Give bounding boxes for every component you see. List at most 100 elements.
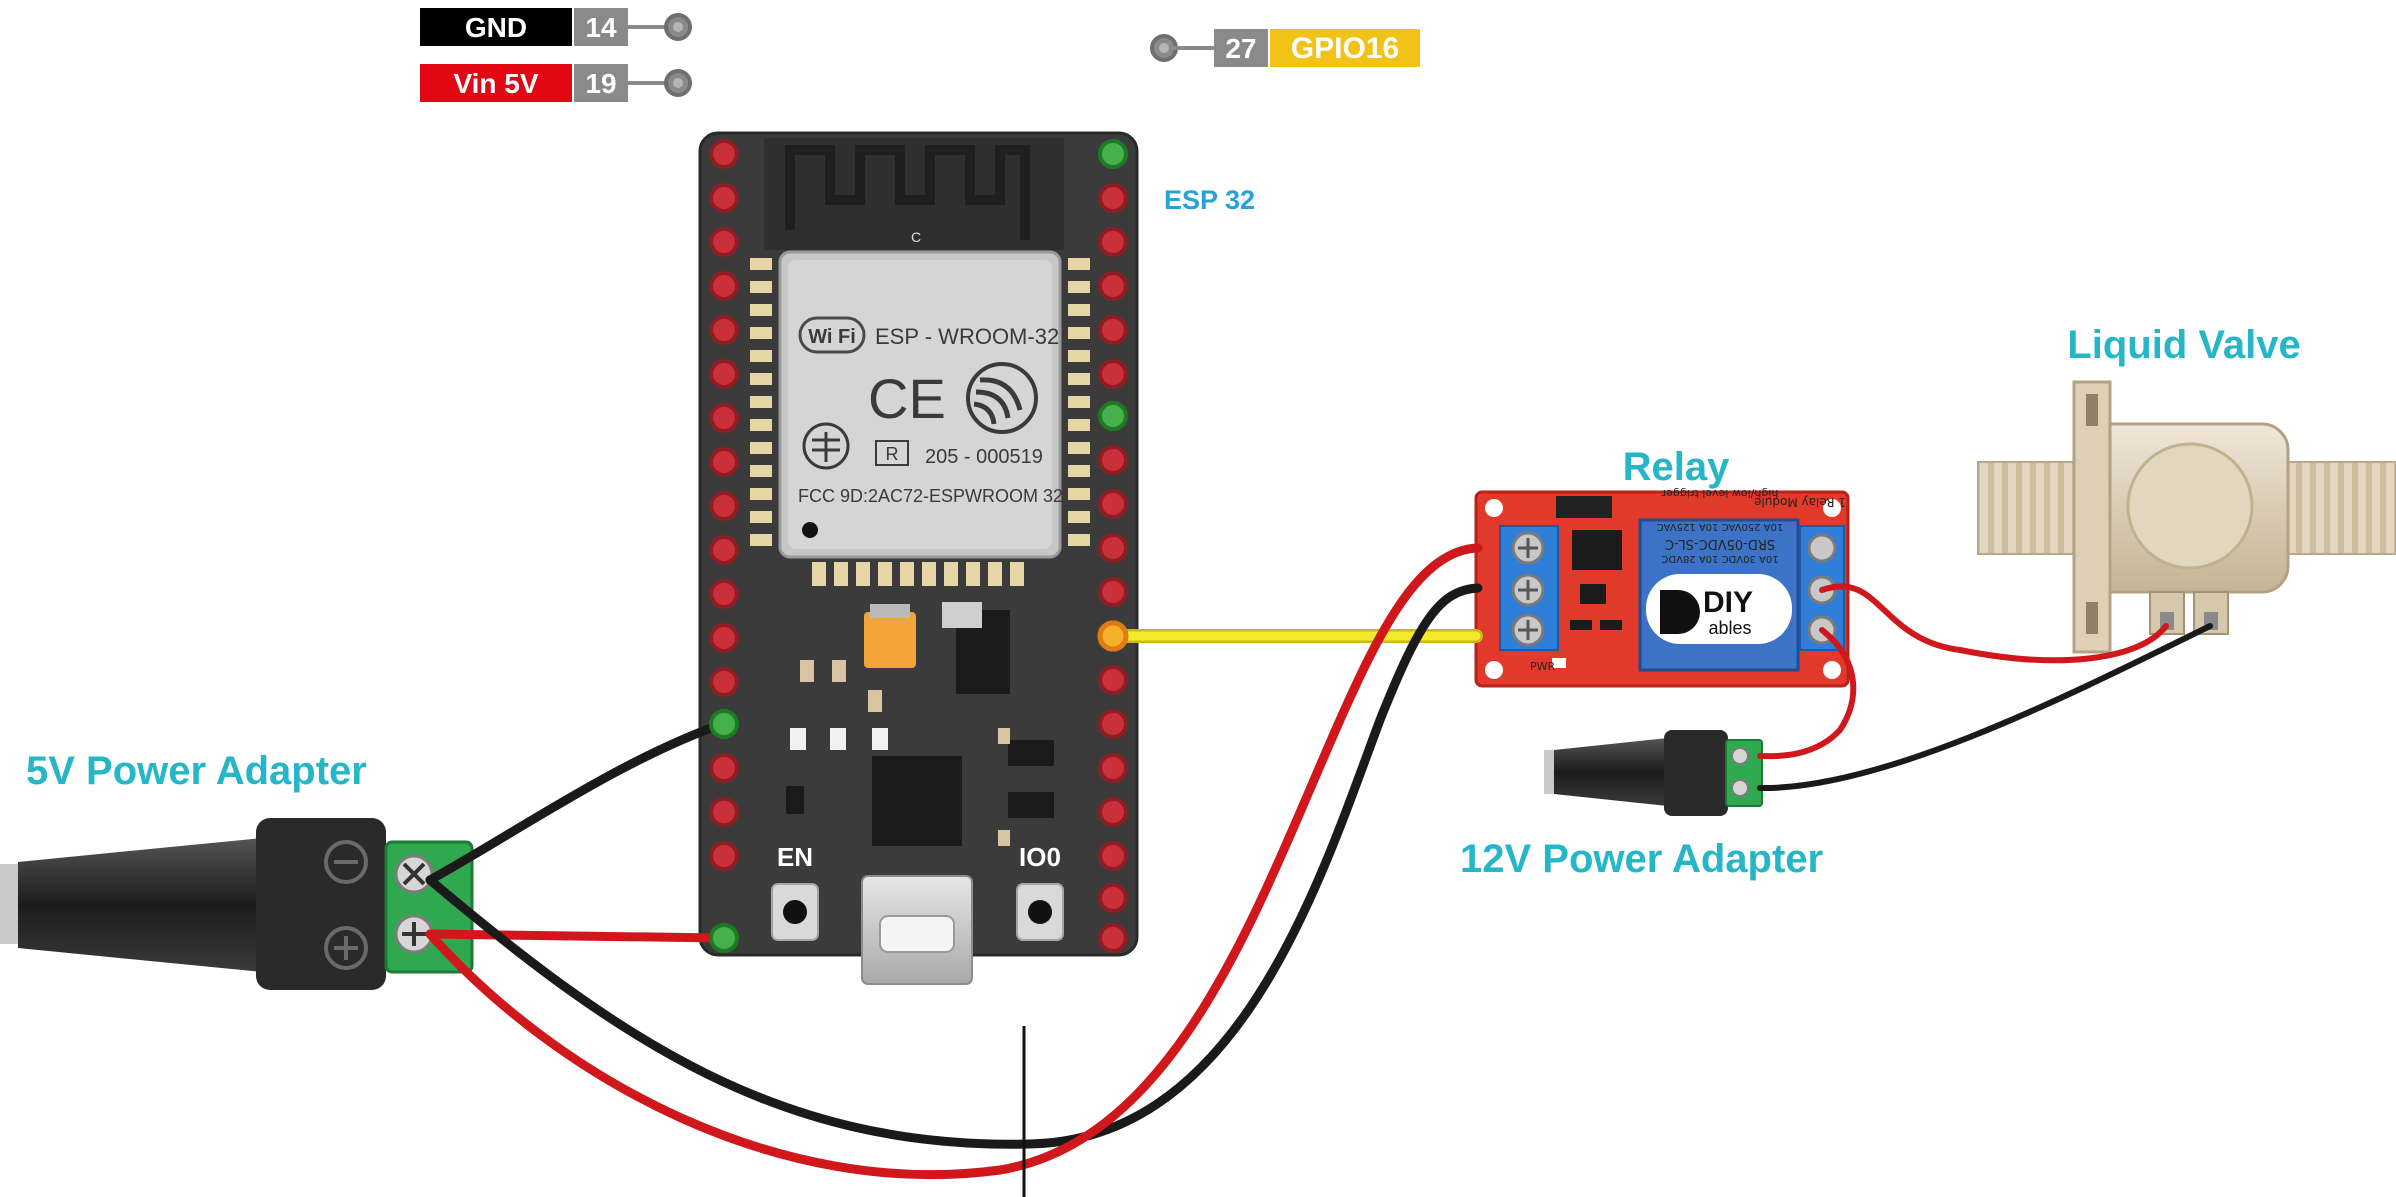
- resistor-smd: [1570, 620, 1592, 630]
- gnd-pin-dot-inner: [673, 22, 683, 32]
- header-pin: [709, 579, 739, 609]
- pin-highlight-gpio16: [1097, 620, 1129, 652]
- liquid-valve: [1977, 380, 2396, 654]
- wire-12v-red: [1757, 627, 1857, 760]
- header-pin: [709, 403, 739, 433]
- wire-12v-valve-black: [1757, 623, 2213, 792]
- wires: [425, 543, 2213, 1180]
- header-pin: [1098, 401, 1128, 431]
- module-pad-right: [1068, 327, 1090, 339]
- header-pin: [1098, 709, 1128, 739]
- gnd-pin-label: GND 14: [420, 8, 692, 46]
- module-pad-right: [1068, 488, 1090, 500]
- mounting-hole: [1823, 499, 1841, 517]
- gnd-name-text: GND: [465, 12, 527, 43]
- valve-bracket-slot: [2086, 602, 2098, 634]
- gnd-pin-number: 14: [585, 12, 617, 43]
- vin-pin-label: Vin 5V 19: [420, 64, 692, 102]
- adapter-5v-label: 5V Power Adapter: [26, 749, 367, 793]
- adapter-12v-screw: [1731, 747, 1749, 765]
- module-pad-right: [1068, 281, 1090, 293]
- module-pad-right: [1068, 373, 1090, 385]
- antenna-text: C: [911, 229, 921, 245]
- valve-bracket-slot: [2086, 394, 2098, 426]
- smd-resistor: [872, 728, 888, 750]
- espressif-logo-wave-1: [979, 377, 1023, 411]
- relay-model-text: SRD-05VDC-SL-C: [1665, 536, 1775, 551]
- gpio-pin-number-box: [1214, 29, 1268, 67]
- wire-5v-vin-red: [425, 929, 727, 943]
- adapter-5v-barrel: [18, 838, 262, 972]
- adapter-5v-barrel-tip: [0, 864, 22, 944]
- module-bottom-pads: [812, 562, 1024, 586]
- module-pad-left: [750, 373, 772, 385]
- vin-pin-number-box: [574, 64, 628, 102]
- espressif-logo-wave-2: [975, 389, 1011, 419]
- header-pin: [1098, 271, 1128, 301]
- header-pin: [709, 139, 739, 169]
- diyables-logo: DIY ables: [1646, 574, 1792, 644]
- header-pin: [709, 491, 739, 521]
- header-pin: [1098, 883, 1128, 913]
- telec-circle: [802, 422, 850, 470]
- adapter-12v-housing: [1664, 730, 1728, 816]
- pin-highlight-vin: [709, 923, 739, 953]
- header-pin: [709, 753, 739, 783]
- en-button-label: EN: [777, 842, 813, 872]
- adapter-12v-screw: [1731, 779, 1749, 797]
- header-pin: [1098, 227, 1128, 257]
- smd-resistor: [790, 728, 806, 750]
- header-pin: [1098, 489, 1128, 519]
- module-pad-left: [750, 534, 772, 546]
- fcc-text: FCC 9D:2AC72-ESPWROOM 32: [798, 486, 1063, 506]
- adapter-12v-barrel: [1554, 738, 1668, 806]
- io0-button-cap: [1028, 900, 1052, 924]
- header-pin: [1098, 183, 1128, 213]
- optocoupler: [1572, 530, 1622, 570]
- transistor: [1008, 740, 1054, 766]
- module-pad-bottom: [856, 562, 870, 586]
- smd-resistor: [832, 660, 846, 682]
- right-header-pins: [1097, 139, 1129, 953]
- module-pad-left: [750, 304, 772, 316]
- module-pad-left: [750, 419, 772, 431]
- espressif-logo-circle: [966, 362, 1038, 434]
- module-pad-left: [750, 511, 772, 523]
- wire-relay-gnd-black: [425, 583, 1483, 1149]
- io0-button[interactable]: [1016, 883, 1064, 941]
- header-pin: [1098, 315, 1128, 345]
- smd-resistor: [800, 660, 814, 682]
- transistor-smd: [1580, 584, 1606, 604]
- gpio-pin-number: 27: [1225, 33, 1256, 64]
- r-mark-box: [875, 440, 909, 466]
- header-pin: [709, 623, 739, 653]
- transistor: [1008, 792, 1054, 818]
- header-pin: [709, 359, 739, 389]
- module-pad-left: [750, 465, 772, 477]
- header-pin: [709, 667, 739, 697]
- gpio-pin-label: 27 GPIO16: [1150, 29, 1420, 67]
- ce-mark: CE: [868, 367, 946, 430]
- antenna-trace: [785, 145, 1030, 240]
- en-button[interactable]: [771, 883, 819, 941]
- capacitor-cap: [870, 604, 910, 618]
- diyables-logo-mark: [1660, 590, 1700, 634]
- adapter-5v-housing: [256, 818, 386, 990]
- header-pin: [1098, 923, 1128, 953]
- relay-module-title: 1 Relay Module: [1754, 495, 1846, 509]
- module-pad-left: [750, 327, 772, 339]
- valve-thread-right: [2279, 461, 2396, 555]
- module-pad-left: [750, 258, 772, 270]
- pwr-text: PWR: [1530, 660, 1556, 673]
- smd-resistor: [998, 728, 1010, 744]
- telec-logo-icon: [802, 422, 850, 470]
- vin-pin-dot-inner: [673, 78, 683, 88]
- header-pin: [1098, 533, 1128, 563]
- adapter-12v-label: 12V Power Adapter: [1460, 837, 1823, 881]
- wire-valve-red: [1819, 583, 2169, 664]
- header-pin: [1098, 445, 1128, 475]
- mounting-hole: [1485, 499, 1503, 517]
- header-pin: [1098, 753, 1128, 783]
- header-pin: [709, 227, 739, 257]
- header-pin: [709, 183, 739, 213]
